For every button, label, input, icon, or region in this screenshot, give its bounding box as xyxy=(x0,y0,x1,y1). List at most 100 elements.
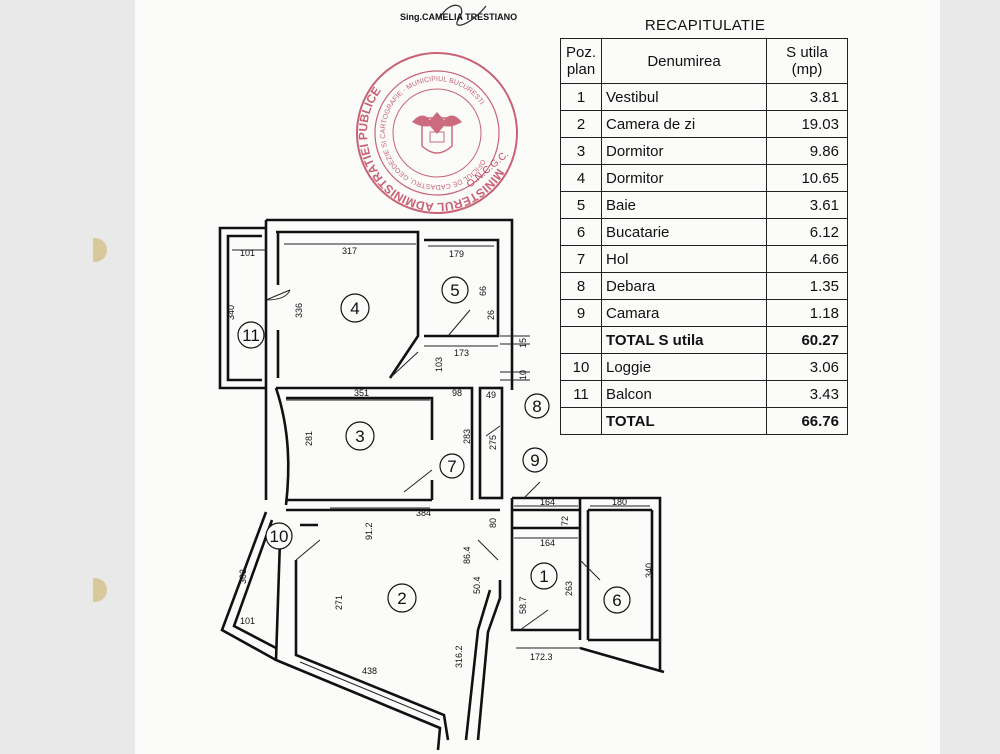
dim-label: 263 xyxy=(564,581,574,596)
room-5-marker xyxy=(441,276,469,304)
official-stamp: MINISTERUL ADMINISTRATIEI PUBLICE OFICIU… xyxy=(352,52,518,218)
row-name: Vestibul xyxy=(601,83,767,111)
room-10-marker xyxy=(265,522,293,550)
row-pos: 1 xyxy=(560,83,602,111)
svg-text:MINISTERUL ADMINISTRATIEI PUBL: MINISTERUL ADMINISTRATIEI PUBLICE xyxy=(352,84,512,218)
dim-label: 340 xyxy=(226,305,236,320)
room-10-number: 10 xyxy=(270,527,289,546)
dim-label: 281 xyxy=(304,431,314,446)
room-numbers: 4 5 3 7 8 9 1 6 2 10 11 xyxy=(242,281,622,610)
table-header-row: Poz. plan Denumirea S utila (mp) xyxy=(560,38,848,84)
dim-label: 164 xyxy=(540,538,555,548)
plan-details xyxy=(232,243,650,721)
row-name: Loggie xyxy=(601,353,767,381)
row-area: 6.12 xyxy=(766,218,848,246)
dim-label: 283 xyxy=(462,429,472,444)
dim-label: 66 xyxy=(478,286,488,296)
row-area: 9.86 xyxy=(766,137,848,165)
header-name: Denumirea xyxy=(601,38,767,84)
row-name: Bucatarie xyxy=(601,218,767,246)
room-5-number: 5 xyxy=(450,281,459,300)
dim-label: 316.2 xyxy=(454,645,464,668)
room-3-number: 3 xyxy=(355,427,364,446)
room-4-marker xyxy=(340,293,370,323)
row-area: 3.81 xyxy=(766,83,848,111)
header-area: S utila (mp) xyxy=(766,38,848,84)
dim-label: 50.4 xyxy=(472,576,482,594)
room-4-number: 4 xyxy=(350,299,359,318)
dim-label: 10 xyxy=(518,370,528,380)
dim-label: 49 xyxy=(486,390,496,400)
dim-label: 384 xyxy=(416,508,431,518)
room-11-marker xyxy=(237,321,265,349)
dim-label: 164 xyxy=(540,497,555,507)
dim-label: 91.2 xyxy=(364,522,374,540)
recap-table-container: RECAPITULATIE Poz. plan Denumirea S util… xyxy=(560,14,850,435)
dim-label: 86.4 xyxy=(462,546,472,564)
dim-label: 275 xyxy=(488,435,498,450)
room-2-marker xyxy=(387,583,417,613)
dim-label: 303 xyxy=(238,569,248,584)
row-pos: 6 xyxy=(560,218,602,246)
subtotal-area: 60.27 xyxy=(766,326,848,354)
room-11-number: 11 xyxy=(242,326,260,345)
dim-label: 172.3 xyxy=(530,652,553,662)
total-pos xyxy=(560,407,602,435)
dim-label: 271 xyxy=(334,595,344,610)
room-2-number: 2 xyxy=(397,589,406,608)
room-7-marker xyxy=(439,453,465,479)
row-area: 10.65 xyxy=(766,164,848,192)
row-pos: 7 xyxy=(560,245,602,273)
room-1-marker xyxy=(530,562,558,590)
dim-label: 180 xyxy=(612,497,627,507)
room-9-number: 9 xyxy=(530,451,539,470)
dim-label: 101 xyxy=(240,248,255,258)
binder-hole-top xyxy=(93,238,107,262)
room-3-marker xyxy=(345,421,375,451)
dim-label: 336 xyxy=(294,303,304,318)
row-pos: 4 xyxy=(560,164,602,192)
dim-label: 101 xyxy=(240,616,255,626)
row-area: 3.06 xyxy=(766,353,848,381)
dim-label: 98 xyxy=(452,388,462,398)
room-8-number: 8 xyxy=(532,397,541,416)
row-name: Camera de zi xyxy=(601,110,767,138)
row-name: Dormitor xyxy=(601,137,767,165)
dim-label: 15 xyxy=(518,338,528,348)
room-8-marker xyxy=(524,393,550,419)
dim-label: 340 xyxy=(644,563,654,578)
dim-label: 179 xyxy=(449,249,464,259)
dim-label: 351 xyxy=(354,388,369,398)
row-pos: 9 xyxy=(560,299,602,327)
row-name: Baie xyxy=(601,191,767,219)
total-name: TOTAL xyxy=(601,407,767,435)
dim-label: 26 xyxy=(486,310,496,320)
dim-label: 58.7 xyxy=(518,596,528,614)
signature-text: Sing.CAMELIA TRESTIANO xyxy=(400,12,517,22)
row-area: 3.43 xyxy=(766,380,848,408)
dim-label: 173 xyxy=(454,348,469,358)
subtotal-pos xyxy=(560,326,602,354)
row-area: 4.66 xyxy=(766,245,848,273)
row-pos: 8 xyxy=(560,272,602,300)
dim-label: 103 xyxy=(434,357,444,372)
row-name: Hol xyxy=(601,245,767,273)
subtotal-name: TOTAL S utila xyxy=(601,326,767,354)
row-pos: 5 xyxy=(560,191,602,219)
dim-label: 72 xyxy=(560,516,570,526)
room-9-marker xyxy=(522,447,548,473)
row-pos: 10 xyxy=(560,353,602,381)
stamp-outer-text: MINISTERUL ADMINISTRATIEI PUBLICE xyxy=(352,84,512,218)
row-area: 1.35 xyxy=(766,272,848,300)
dim-label: 317 xyxy=(342,246,357,256)
